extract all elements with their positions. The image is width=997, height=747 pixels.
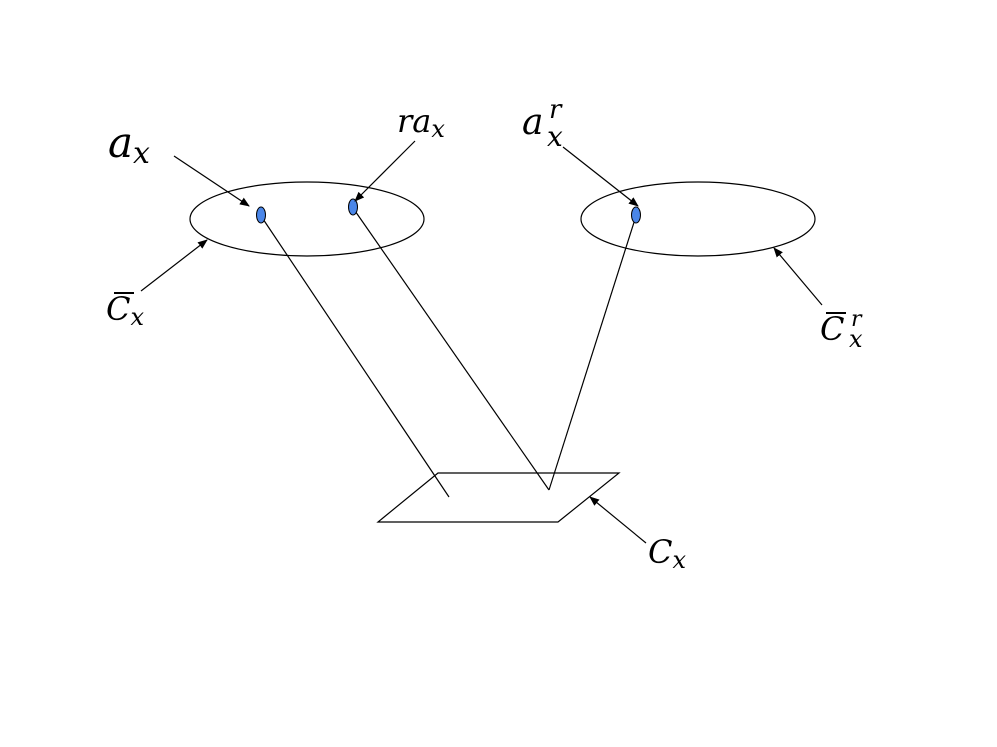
label-c-x-sub: x	[672, 546, 686, 574]
label-c-bar-x: Cx	[106, 290, 144, 331]
label-ra-x: rax	[397, 102, 445, 143]
ellipse-c-bar-x	[189, 181, 425, 257]
label-c-x-base: C	[648, 533, 672, 571]
line-a-x-r-to-plane	[548, 215, 637, 491]
label-ra-x-sub: x	[431, 115, 445, 143]
label-c-x: Cx	[648, 533, 686, 574]
arrow-a-x-r	[562, 146, 639, 207]
ellipse-c-bar-x-r	[580, 181, 816, 257]
arrow-c-bar-x	[140, 239, 208, 292]
label-a-x-sub: x	[133, 136, 150, 171]
label-c-bar-x-r-base: C	[820, 310, 844, 348]
line-ra-x-to-plane	[352, 207, 550, 491]
label-a-x: ax	[108, 118, 150, 171]
label-ra-x-base: ra	[397, 102, 431, 140]
label-a-x-r-base: a	[522, 102, 543, 143]
parallelogram-c-x	[376, 472, 621, 523]
arrow-ra-x	[354, 140, 416, 202]
arrow-c-x	[589, 496, 647, 544]
arrow-c-bar-x-r	[773, 247, 823, 306]
point-a-x-r	[631, 206, 641, 224]
point-ra-x	[348, 198, 358, 216]
label-c-bar-x-base: C	[106, 290, 130, 328]
label-a-x-r-sub: x	[547, 120, 563, 153]
label-c-bar-x-r-sub: x	[849, 325, 863, 353]
label-c-bar-x-r-sup: r	[851, 307, 863, 332]
arrow-a-x	[173, 155, 250, 207]
line-a-x-to-plane	[260, 215, 450, 498]
label-c-bar-x-sub: x	[130, 303, 144, 331]
label-a-x-base: a	[108, 118, 133, 167]
point-a-x	[256, 206, 266, 224]
label-a-x-r-sup: r	[549, 95, 563, 125]
